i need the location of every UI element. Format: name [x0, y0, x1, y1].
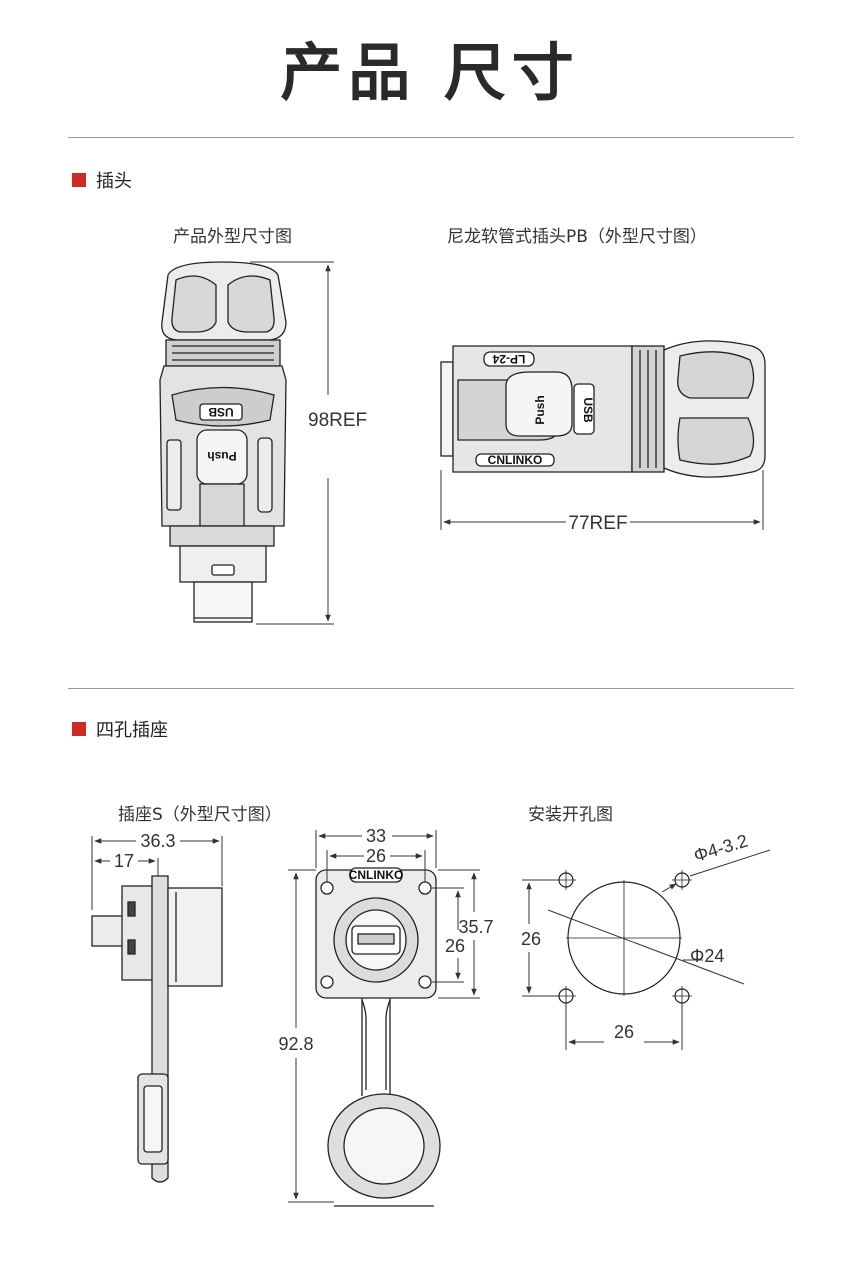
red-square-icon	[72, 722, 86, 736]
dim-center-hole: Φ24	[690, 946, 724, 966]
plug-view1-caption: 产品外型尺寸图	[173, 227, 292, 247]
dim-front-height-outer: 35.7	[458, 917, 493, 937]
section-heading-socket: 四孔插座	[72, 716, 168, 742]
dim-side-total: 36.3	[140, 831, 175, 851]
push-marking-vertical: Push	[207, 449, 236, 463]
usb-marking-vertical: USB	[208, 405, 234, 419]
red-square-icon	[72, 173, 86, 187]
model-marking: LP-24	[492, 352, 525, 366]
brand-marking-socket: CNLINKO	[349, 868, 404, 882]
usb-marking-horizontal: USB	[581, 397, 595, 423]
plug-horizontal-drawing	[440, 340, 766, 478]
section-heading-plug: 插头	[72, 167, 132, 193]
dim-77ref: 77REF	[568, 513, 627, 534]
cutout-dim-lines	[522, 849, 771, 1050]
dim-hole-spec: Φ4-3.2	[691, 831, 750, 866]
section-heading-socket-label: 四孔插座	[96, 720, 168, 741]
socket-side-caption: 插座S（外型尺寸图）	[118, 805, 282, 825]
socket-side-dim-lines	[91, 836, 223, 910]
socket-front-drawing	[315, 867, 441, 1207]
dim-front-width-holes: 26	[366, 846, 386, 866]
divider-top	[68, 137, 794, 138]
socket-side-drawing	[91, 875, 223, 1183]
push-marking-horizontal: Push	[533, 395, 547, 424]
dim-cutout-horizontal: 26	[614, 1022, 634, 1042]
cutout-drawing	[556, 870, 692, 1006]
dim-front-height-holes: 26	[445, 936, 465, 956]
divider-middle	[68, 688, 794, 689]
socket-front-dim-lines	[288, 830, 480, 1203]
cutout-caption: 安装开孔图	[528, 805, 613, 825]
plug-view2-caption: 尼龙软管式插头PB（外型尺寸图）	[447, 227, 707, 247]
dim-front-width-outer: 33	[366, 826, 386, 846]
section-heading-plug-label: 插头	[96, 171, 132, 192]
brand-marking: CNLINKO	[488, 453, 543, 467]
page-title: 产品 尺寸	[280, 36, 580, 109]
dim-cutout-vertical: 26	[521, 929, 541, 949]
dim-98ref: 98REF	[308, 410, 367, 431]
dim-side-front: 17	[114, 851, 134, 871]
dim-total-height: 92.8	[278, 1034, 313, 1054]
dim-77ref-lines	[440, 470, 764, 530]
dim-98ref-lines	[250, 261, 334, 625]
plug-vertical-drawing	[159, 261, 287, 623]
